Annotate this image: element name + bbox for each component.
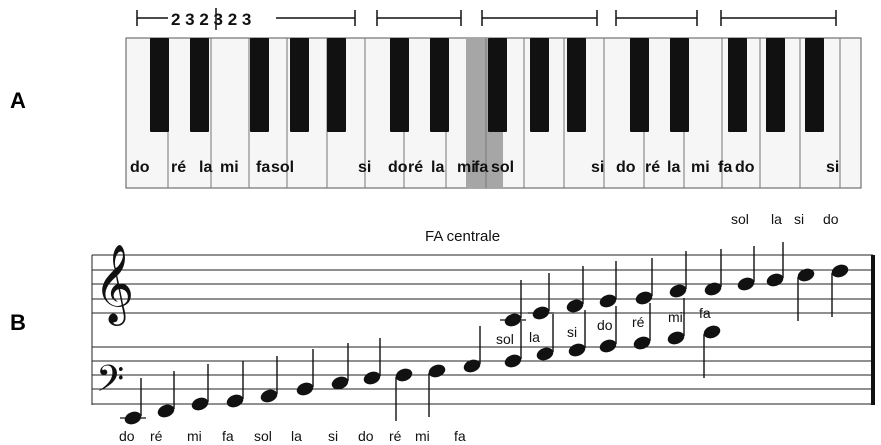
note-head [157,404,175,418]
key-name-label: si [591,159,604,176]
note-head [704,282,722,296]
black-key [805,38,824,132]
key-name-label: la [199,159,212,176]
note-head [599,339,617,353]
key-name-label: do [130,159,150,176]
treble-clef-icon: 𝄞 [94,244,134,326]
key-name-label: ré [408,159,423,176]
bass-note-name: do [358,428,374,444]
treble-note-name: do [597,317,613,333]
treble-note-name: mi [668,309,683,325]
fingering-numbers: 2 3 2 3 2 3 [171,10,251,29]
note-head [737,277,755,291]
black-key [670,38,689,132]
note-head [669,284,687,298]
bass-note-name: fa [454,428,466,444]
treble-note-name: la [529,329,540,345]
bass-clef-icon: 𝄢 [96,358,124,409]
fingering-label-bg [168,8,276,30]
key-name-label: si [826,159,839,176]
note-head [191,397,209,411]
key-name-label: sol [491,159,514,176]
bass-note-name: la [291,428,302,444]
treble-note-name: fa [699,305,711,321]
grand-staff: 𝄞 𝄢 [91,242,875,425]
note-head [536,347,554,361]
black-key [630,38,649,132]
panel-label-b: B [10,310,26,335]
black-key [390,38,409,132]
key-name-label: fa [474,159,488,176]
note-head [532,306,550,320]
black-key [488,38,507,132]
key-name-label: sol [271,159,294,176]
note-head [667,331,685,345]
bass-note-name: do [119,428,135,444]
note-head [331,376,349,390]
black-key [766,38,785,132]
key-name-label: mi [220,159,239,176]
key-name-label: la [431,159,444,176]
note-head [395,368,413,382]
note-head [831,264,849,278]
piano-keyboard [125,37,862,189]
treble-note-name: sol [496,331,514,347]
key-name-label: mi [457,159,476,176]
black-key [327,38,346,132]
note-head [568,343,586,357]
black-key [250,38,269,132]
note-head [260,389,278,403]
key-name-label: la [667,159,680,176]
treble-note-name: la [771,211,782,227]
black-key [728,38,747,132]
bass-note-name: ré [150,428,163,444]
treble-note-name: do [823,211,839,227]
note-head [703,325,721,339]
note-head [363,371,381,385]
treble-note-name: ré [632,314,645,330]
note-head [766,273,784,287]
black-key [430,38,449,132]
treble-note-name: si [794,211,804,227]
key-name-label: do [735,159,755,176]
note-head [296,382,314,396]
key-name-label: do [616,159,636,176]
key-name-label: fa [256,159,270,176]
note-head [566,299,584,313]
key-name-label: ré [171,159,186,176]
bass-note-name: ré [389,428,402,444]
key-name-label: ré [645,159,660,176]
bass-note-name: si [328,428,338,444]
bass-note-name: sol [254,428,272,444]
note-head [797,268,815,282]
note-head [504,354,522,368]
black-key [150,38,169,132]
note-head [599,294,617,308]
black-key [530,38,549,132]
note-head [635,291,653,305]
note-head [428,364,446,378]
black-key [190,38,209,132]
bass-note-name: fa [222,428,234,444]
note-head [463,359,481,373]
note-head [226,394,244,408]
panel-label-a: A [10,88,26,113]
black-key [567,38,586,132]
black-key [290,38,309,132]
key-name-label: si [358,159,371,176]
treble-note-name: sol [731,211,749,227]
treble-note-name: si [567,324,577,340]
key-name-label: do [388,159,408,176]
key-name-label: mi [691,159,710,176]
note-head [124,411,142,425]
central-fa-caption: FA centrale [425,228,500,245]
note-head [504,313,522,327]
key-name-label: fa [718,159,732,176]
bass-note-name: mi [415,428,430,444]
bass-note-name: mi [187,428,202,444]
note-head [633,336,651,350]
